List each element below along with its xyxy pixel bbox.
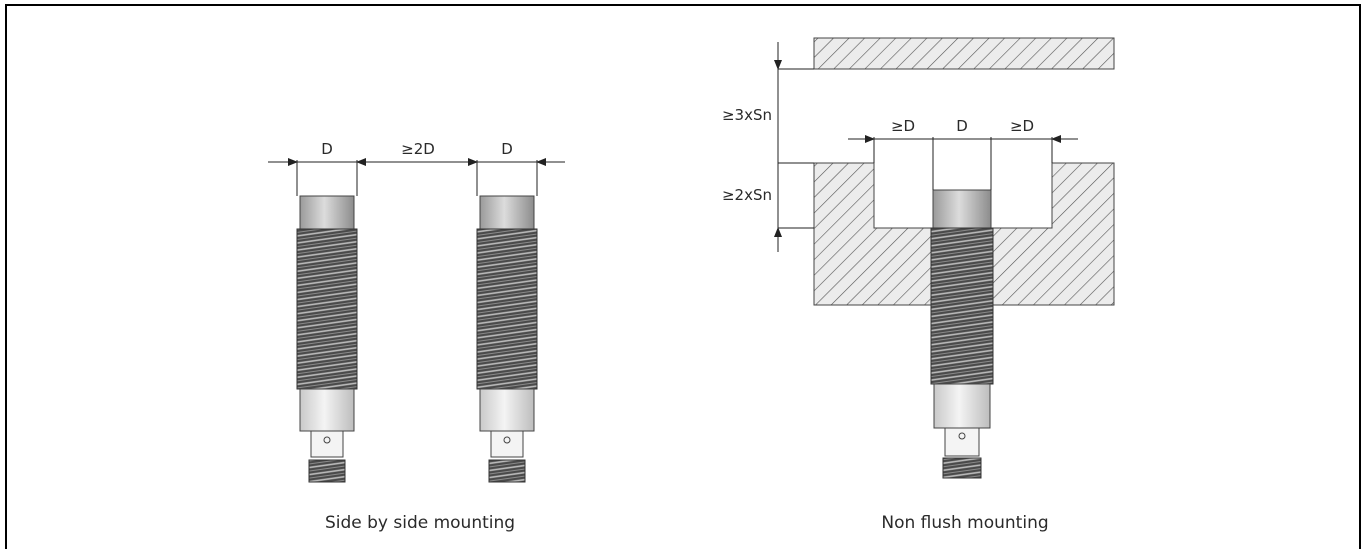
dim-label-recess-depth: ≥2xSn bbox=[722, 186, 772, 204]
outer-border bbox=[5, 4, 1361, 553]
dim-label-clearance-right: ≥D bbox=[1010, 117, 1034, 135]
dim-label-gap: ≥2D bbox=[401, 140, 435, 158]
dim-label-d-right: D bbox=[501, 140, 513, 158]
right-dimension-lines bbox=[774, 42, 1078, 252]
caption-side-by-side: Side by side mounting bbox=[325, 513, 515, 533]
sensor-right bbox=[930, 189, 994, 479]
sensor-left-1 bbox=[296, 195, 358, 483]
left-dimension-lines bbox=[268, 158, 565, 196]
dim-label-clearance-left: ≥D bbox=[891, 117, 915, 135]
target-plate bbox=[813, 37, 1115, 70]
sensor-left-2 bbox=[476, 195, 538, 483]
dim-label-d-left: D bbox=[321, 140, 333, 158]
dim-label-diameter: D bbox=[956, 117, 968, 135]
caption-non-flush: Non flush mounting bbox=[881, 513, 1048, 533]
dim-label-top-distance: ≥3xSn bbox=[722, 106, 772, 124]
